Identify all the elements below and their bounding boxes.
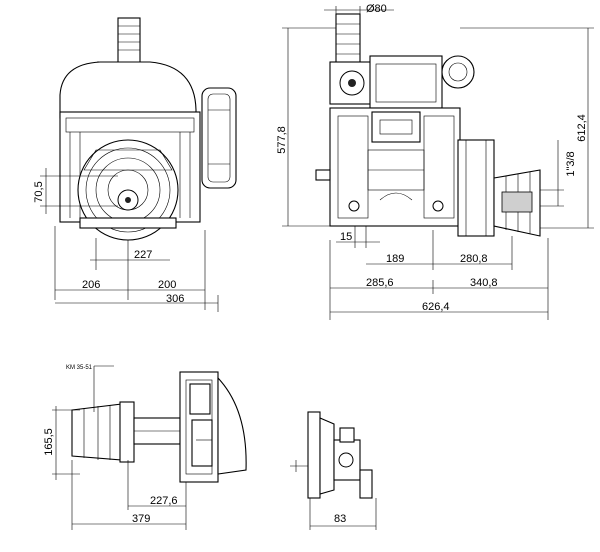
dim-340-8: 340,8 — [470, 277, 498, 289]
dim-280-8: 280,8 — [460, 253, 488, 265]
dim-165-5: 165,5 — [43, 428, 55, 456]
dim-206: 206 — [82, 279, 100, 291]
front-view — [40, 17, 237, 312]
dim-83: 83 — [334, 513, 346, 525]
dim-227-6: 227,6 — [150, 495, 178, 507]
dim-379: 379 — [132, 513, 150, 525]
dim-285-6: 285,6 — [366, 277, 394, 289]
dim-306: 306 — [166, 293, 184, 305]
bottom-left-view — [52, 365, 247, 530]
side-view — [282, 6, 594, 320]
dim-thread: 1"3/8 — [565, 151, 577, 176]
model-label: KM 35-51 — [66, 365, 93, 371]
dim-227-front: 227 — [134, 249, 152, 261]
dim-diameter: Ø80 — [366, 3, 387, 15]
dim-70-5: 70,5 — [33, 181, 45, 202]
dim-577-8: 577,8 — [276, 126, 288, 154]
dim-612-4: 612,4 — [576, 114, 588, 142]
dim-189: 189 — [386, 253, 404, 265]
dim-626-4: 626,4 — [422, 301, 450, 313]
dim-200: 200 — [158, 279, 176, 291]
dim-15: 15 — [340, 231, 352, 243]
dimension-labels: 70,5 227 206 200 306 Ø80 577,8 612,4 1"3… — [33, 3, 588, 525]
bottom-right-view — [290, 411, 377, 530]
